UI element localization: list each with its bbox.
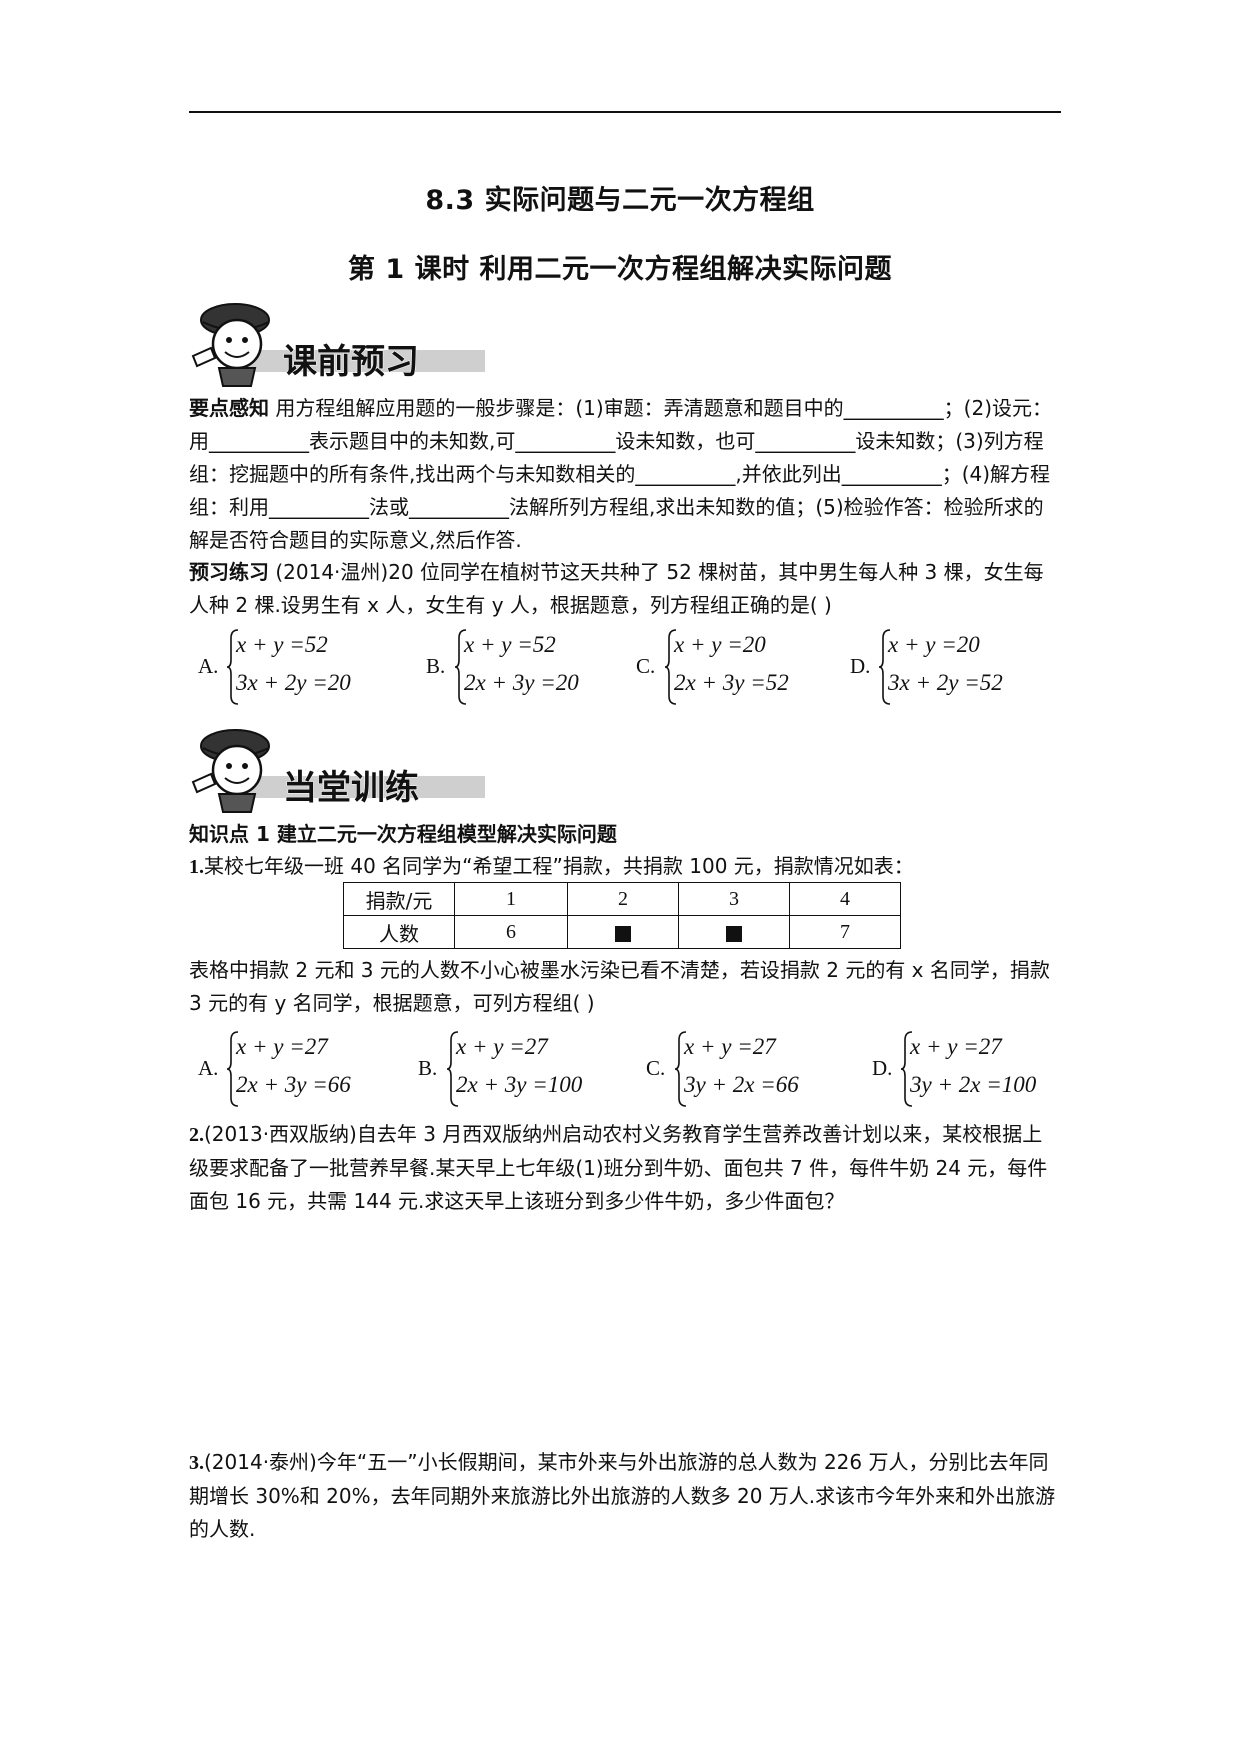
brace-icon	[446, 1031, 459, 1107]
donation-table: 捐款/元 1 2 3 4 人数 6 7	[343, 882, 901, 949]
choice-letter: A.	[198, 1056, 219, 1080]
brace-icon	[226, 1031, 239, 1107]
equation-1: x + y =52	[464, 632, 556, 657]
choice-letter: D.	[850, 654, 871, 678]
lesson-title: 第 1 课时 利用二元一次方程组解决实际问题	[348, 254, 892, 285]
equation-2: 3y + 2x =100	[910, 1072, 1037, 1097]
ink-blot-cell	[567, 915, 679, 949]
question-1-choices: A. x + y =27 2x + 3y =66 B. x + y =27 2x…	[198, 1030, 1078, 1110]
equation-1: x + y =27	[456, 1034, 548, 1059]
table-cell: 2	[567, 882, 679, 916]
choice-letter: B.	[426, 654, 446, 678]
brace-icon	[664, 629, 677, 705]
table-cell: 7	[789, 915, 901, 949]
preview-practice-paragraph: 预习练习 (2014·温州)20 位同学在植树节这天共种了 52 棵树苗，其中男…	[189, 556, 1061, 622]
ink-blot-icon	[615, 925, 631, 942]
choice-letter: B.	[418, 1056, 438, 1080]
choice-letter: D.	[872, 1056, 893, 1080]
equation-1: x + y =27	[236, 1034, 328, 1059]
banner-bar	[239, 350, 485, 372]
practice-label: 预习练习	[189, 560, 269, 584]
banner-label: 当堂训练	[283, 768, 419, 808]
equation-2: 2x + 3y =20	[464, 670, 579, 695]
table-cell: 4	[789, 882, 901, 916]
equation-1: x + y =20	[888, 632, 980, 657]
question-1: 1.某校七年级一班 40 名同学为“希望工程”捐款，共捐款 100 元，捐款情况…	[189, 850, 1061, 884]
equation-1: x + y =20	[674, 632, 766, 657]
brace-icon	[226, 629, 239, 705]
choice-letter: C.	[636, 654, 656, 678]
ink-blot-cell	[678, 915, 790, 949]
table-row: 捐款/元 1 2 3 4	[343, 882, 901, 916]
table-header-cell: 人数	[343, 915, 455, 949]
preview-banner: 课前预习	[191, 303, 485, 387]
key-points-paragraph: 要点感知 用方程组解应用题的一般步骤是：(1)审题：弄清题意和题目中的_____…	[189, 392, 1061, 557]
key-points-label: 要点感知	[189, 396, 269, 420]
brace-icon	[674, 1031, 687, 1107]
cartoon-boy-icon	[191, 729, 270, 813]
banner-label: 课前预习	[283, 342, 419, 382]
knowledge-point-heading: 知识点 1 建立二元一次方程组模型解决实际问题	[189, 822, 617, 846]
question-number: 3.	[189, 1452, 204, 1474]
brace-icon	[900, 1031, 913, 1107]
question-2: 2.(2013·西双版纳)自去年 3 月西双版纳州启动农村义务教育学生营养改善计…	[189, 1118, 1061, 1218]
table-cell: 6	[454, 915, 568, 949]
question-1-text: 某校七年级一班 40 名同学为“希望工程”捐款，共捐款 100 元，捐款情况如表…	[204, 854, 914, 878]
equation-2: 3x + 2y =20	[236, 670, 351, 695]
question-number: 1.	[189, 856, 204, 878]
table-row: 人数 6 7	[343, 915, 901, 949]
equation-1: x + y =52	[236, 632, 328, 657]
table-cell: 3	[678, 882, 790, 916]
brace-icon	[454, 629, 467, 705]
ink-blot-icon	[726, 925, 742, 942]
equation-2: 3y + 2x =66	[684, 1072, 799, 1097]
table-cell: 1	[454, 882, 568, 916]
practice-choices: A. x + y =52 3x + 2y =20 B. x + y =52 2x…	[198, 628, 1078, 708]
header-rule	[189, 111, 1061, 113]
choice-letter: C.	[646, 1056, 666, 1080]
equation-2: 2x + 3y =100	[456, 1072, 583, 1097]
table-header-cell: 捐款/元	[343, 882, 455, 916]
question-3: 3.(2014·泰州)今年“五一”小长假期间，某市外来与外出旅游的总人数为 22…	[189, 1446, 1061, 1546]
practice-text: (2014·温州)20 位同学在植树节这天共种了 52 棵树苗，其中男生每人种 …	[189, 560, 1044, 617]
equation-2: 3x + 2y =52	[888, 670, 1003, 695]
equation-2: 2x + 3y =52	[674, 670, 789, 695]
key-points-text: 用方程组解应用题的一般步骤是：(1)审题：弄清题意和题目中的__________…	[189, 396, 1053, 552]
equation-2: 2x + 3y =66	[236, 1072, 351, 1097]
question-1-continued: 表格中捐款 2 元和 3 元的人数不小心被墨水污染已看不清楚，若设捐款 2 元的…	[189, 958, 1050, 1015]
cartoon-boy-icon	[191, 303, 270, 387]
equation-1: x + y =27	[910, 1034, 1002, 1059]
question-3-text: (2014·泰州)今年“五一”小长假期间，某市外来与外出旅游的总人数为 226 …	[189, 1450, 1056, 1541]
section-title: 8.3 实际问题与二元一次方程组	[425, 185, 815, 216]
brace-icon	[878, 629, 891, 705]
choice-letter: A.	[198, 654, 219, 678]
question-number: 2.	[189, 1124, 204, 1146]
practice-banner: 当堂训练	[191, 729, 485, 813]
question-2-text: (2013·西双版纳)自去年 3 月西双版纳州启动农村义务教育学生营养改善计划以…	[189, 1122, 1048, 1213]
equation-1: x + y =27	[684, 1034, 776, 1059]
banner-bar	[239, 776, 485, 798]
